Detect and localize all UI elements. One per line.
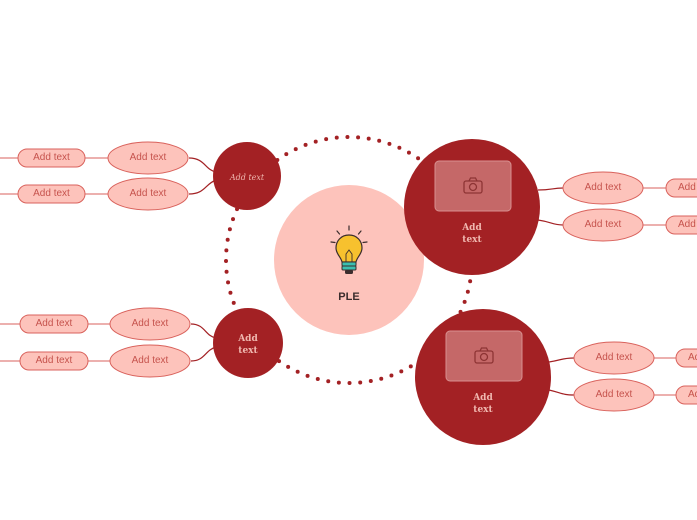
leaf-node[interactable] <box>665 178 697 198</box>
center-label: PLE <box>338 291 360 303</box>
branch-node[interactable] <box>109 307 191 341</box>
branch-node[interactable] <box>107 177 189 211</box>
branch-label: Add text <box>129 152 167 163</box>
hub-label: Add text <box>229 173 265 182</box>
connector <box>548 357 575 363</box>
hub-label: Add text <box>473 393 493 415</box>
connector <box>190 346 217 362</box>
connector <box>537 219 564 226</box>
branch-node[interactable] <box>573 341 655 375</box>
leaf-node[interactable] <box>675 348 697 368</box>
leaf-node[interactable] <box>675 385 697 405</box>
branch-label: Add text <box>131 318 169 329</box>
image-placeholder[interactable] <box>434 160 512 212</box>
hub-label: Add text <box>238 334 258 356</box>
leaf-label: Add <box>688 389 697 400</box>
connector <box>188 179 217 195</box>
branch-label: Add text <box>584 219 622 230</box>
connector <box>537 187 564 191</box>
leaf-node[interactable] <box>665 215 697 235</box>
leaf-label: Add <box>678 219 696 230</box>
branch-node[interactable] <box>109 344 191 378</box>
branch-node[interactable] <box>562 171 644 205</box>
leaf-label: Add <box>688 352 697 363</box>
leaf-label: Add text <box>33 188 70 199</box>
hub-left-bottom[interactable] <box>213 308 283 378</box>
leaf-label: Add text <box>33 152 70 163</box>
leaf-label: Add text <box>35 318 73 329</box>
connector <box>190 323 217 339</box>
branch-label: Add text <box>131 355 169 366</box>
leaf-label: Add text <box>35 355 73 366</box>
branch-label: Add text <box>595 389 633 400</box>
connector <box>548 389 575 396</box>
branch-node[interactable] <box>573 378 655 412</box>
lightbulb-icon <box>330 225 368 274</box>
branch-label: Add text <box>129 188 167 199</box>
camera-icon <box>463 177 483 194</box>
hub-left-top[interactable] <box>213 142 281 210</box>
connector <box>188 157 217 173</box>
leaf-node[interactable] <box>17 148 86 168</box>
leaf-node[interactable] <box>17 184 86 204</box>
branch-node[interactable] <box>107 141 189 175</box>
leaf-node[interactable] <box>19 351 89 371</box>
branch-label: Add text <box>595 352 633 363</box>
leaf-node[interactable] <box>19 314 89 334</box>
image-placeholder[interactable] <box>445 330 523 382</box>
camera-icon <box>474 347 494 364</box>
branch-label: Add text <box>584 182 622 193</box>
branch-node[interactable] <box>562 208 644 242</box>
hub-label: Add text <box>462 223 482 245</box>
leaf-label: Add <box>678 182 696 193</box>
